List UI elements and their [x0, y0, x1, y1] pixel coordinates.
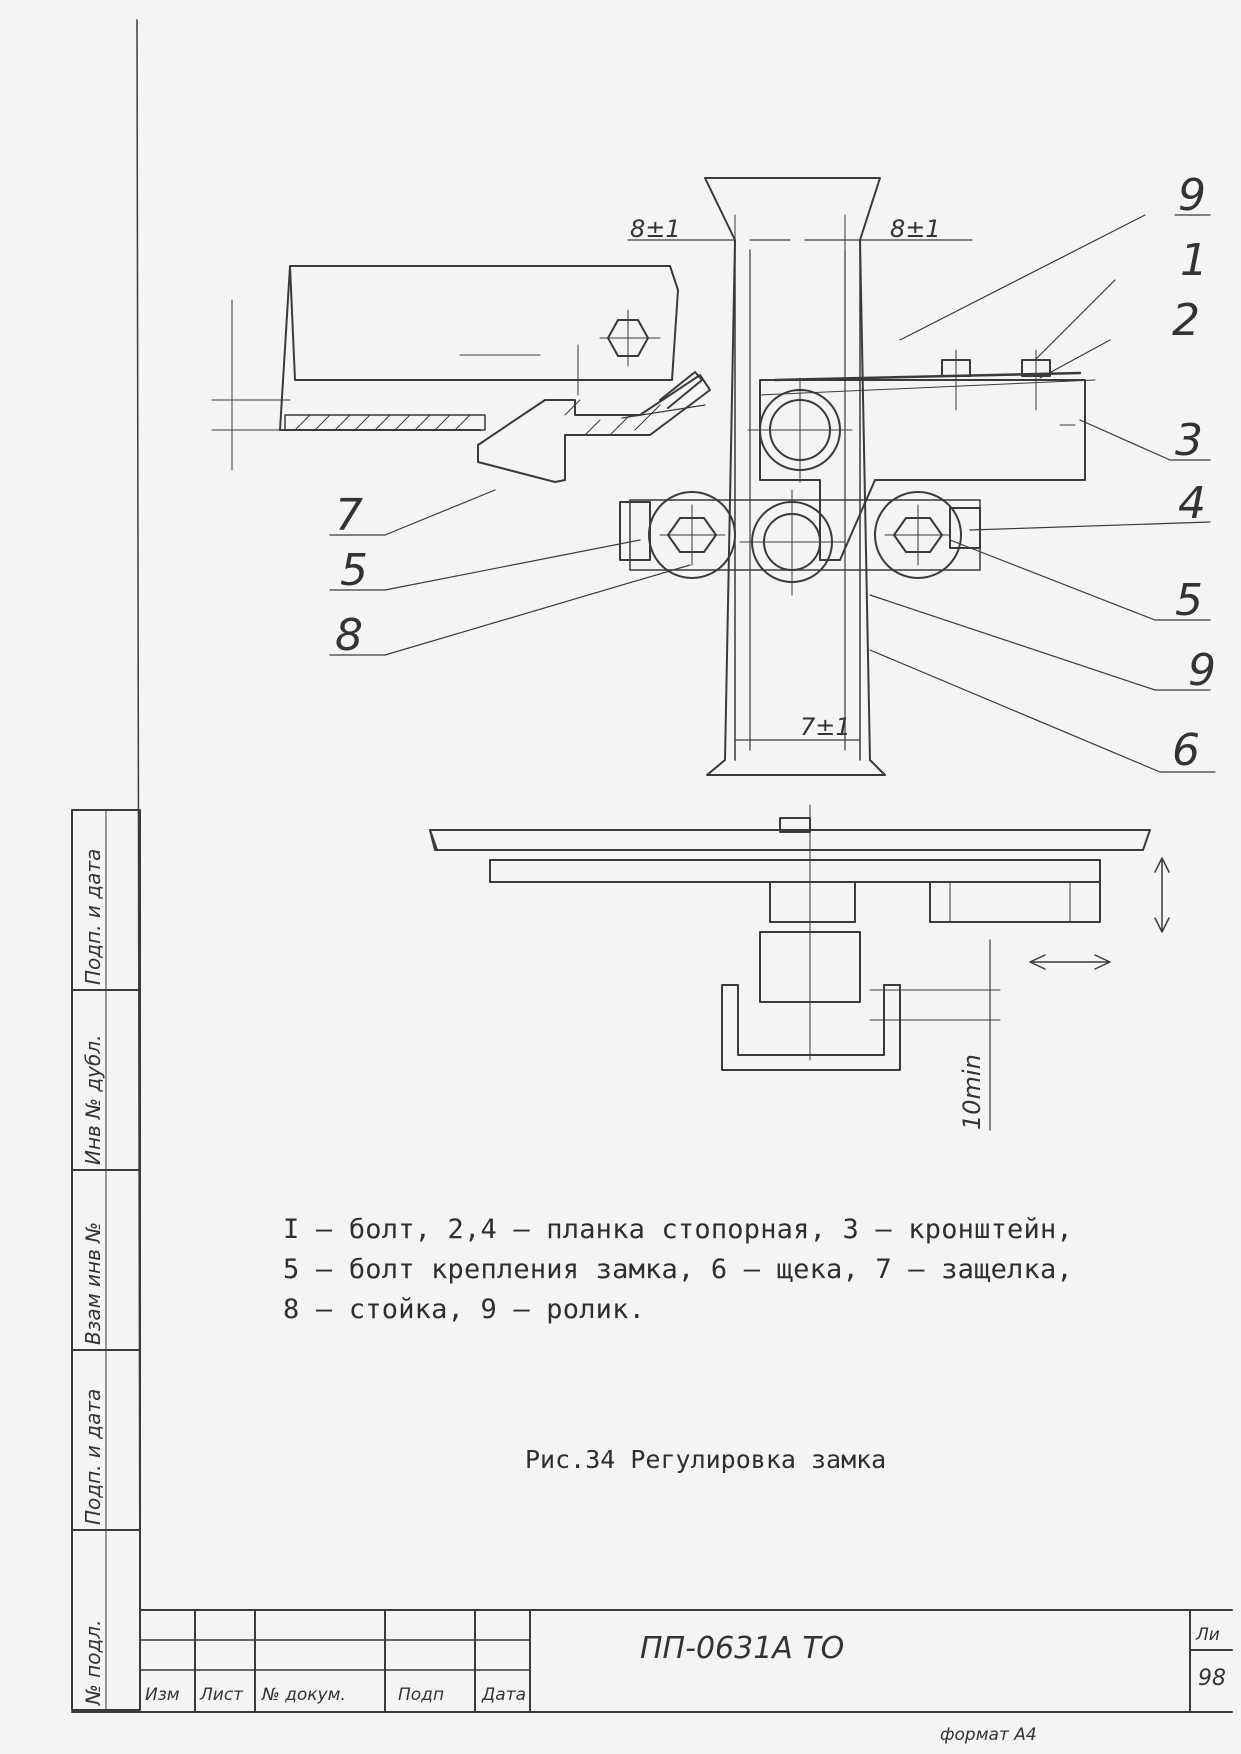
col-sign: Подп — [398, 1685, 444, 1705]
parts-legend: I – болт, 2,4 – планка стопорная, 3 – кр… — [283, 1210, 1073, 1330]
stamp-sign-date-bottom: Подп. и дата — [81, 1389, 105, 1525]
callout-4: 4 — [1178, 478, 1206, 529]
dim-right-gap: 8±1 — [890, 215, 941, 243]
callout-5-left: 5 — [340, 545, 368, 596]
callout-2: 2 — [1172, 295, 1200, 346]
format-label: формат А4 — [940, 1725, 1037, 1745]
callout-6: 6 — [1172, 725, 1200, 776]
stamp-replace-inv: Взам инв № — [81, 1222, 105, 1345]
callout-7: 7 — [335, 490, 363, 541]
callout-1: 1 — [1180, 235, 1208, 286]
top-view-drawing — [211, 177, 1216, 776]
col-izm: Изм — [145, 1685, 180, 1705]
callout-9-bottom: 9 — [1188, 645, 1216, 696]
callout-3: 3 — [1175, 415, 1203, 466]
sheet-label: Ли — [1195, 1625, 1220, 1645]
legend-line-3: 8 – стойка, 9 – ролик. — [283, 1294, 646, 1325]
col-date: Дата — [481, 1685, 526, 1705]
side-view-drawing — [429, 804, 1170, 1131]
doc-code: ПП-0631А ТО — [640, 1631, 844, 1666]
legend-line-1: I – болт, 2,4 – планка стопорная, 3 – кр… — [283, 1214, 1073, 1245]
stamp-dup-inv: Инв № дубл. — [81, 1035, 105, 1165]
figure-caption: Рис.34 Регулировка замка — [525, 1445, 887, 1474]
col-doc-number: № докум. — [261, 1685, 346, 1705]
dim-bottom-gap: 7±1 — [800, 713, 851, 741]
side-stamp-frame — [71, 809, 141, 1711]
stamp-sign-date-top: Подп. и дата — [81, 849, 105, 985]
callout-5-right: 5 — [1175, 575, 1203, 626]
callout-8: 8 — [335, 610, 363, 661]
dim-left-gap: 8±1 — [630, 215, 681, 243]
stamp-orig-inv: № подл. — [81, 1620, 105, 1706]
callout-9-top: 9 — [1178, 170, 1206, 221]
legend-line-2: 5 – болт крепления замка, 6 – щека, 7 – … — [283, 1254, 1073, 1285]
title-block-frame — [139, 1609, 1233, 1713]
dim-min-clearance: 10min — [958, 1054, 986, 1130]
col-list: Лист — [199, 1685, 244, 1705]
sheet-number: 98 — [1198, 1666, 1226, 1691]
